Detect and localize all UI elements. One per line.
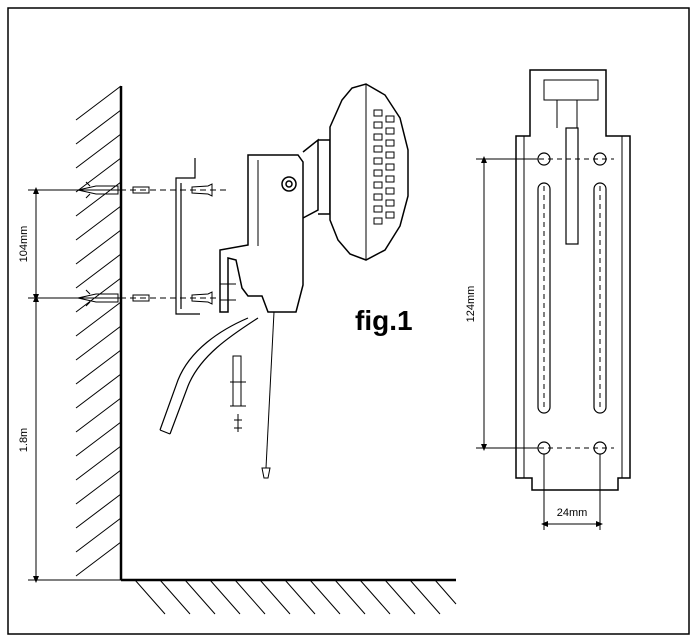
figure-title: fig.1 [355, 305, 413, 336]
slot-right [593, 182, 607, 414]
wall [75, 85, 123, 580]
knob-icon [281, 176, 297, 192]
wall-plugs-top [77, 181, 230, 199]
floor [121, 578, 457, 615]
pull-cord [261, 311, 275, 479]
dimension-label-104mm: 104mm [18, 226, 30, 263]
mounting-bracket-front [515, 69, 631, 491]
wall-plugs-bottom [77, 289, 230, 307]
heater-head [329, 83, 409, 261]
slot-left [537, 182, 551, 414]
dimension-label-24mm: 24mm [557, 507, 588, 519]
mounting-bracket-side [175, 158, 200, 315]
cable-clip [230, 355, 246, 432]
dimension-lines-right [476, 156, 603, 530]
dimension-label-124mm: 124mm [465, 286, 477, 323]
heater-body [219, 138, 331, 313]
frame-border [7, 7, 690, 635]
power-cable [159, 317, 259, 435]
dimension-label-1-8m: 1.8m [18, 428, 30, 452]
